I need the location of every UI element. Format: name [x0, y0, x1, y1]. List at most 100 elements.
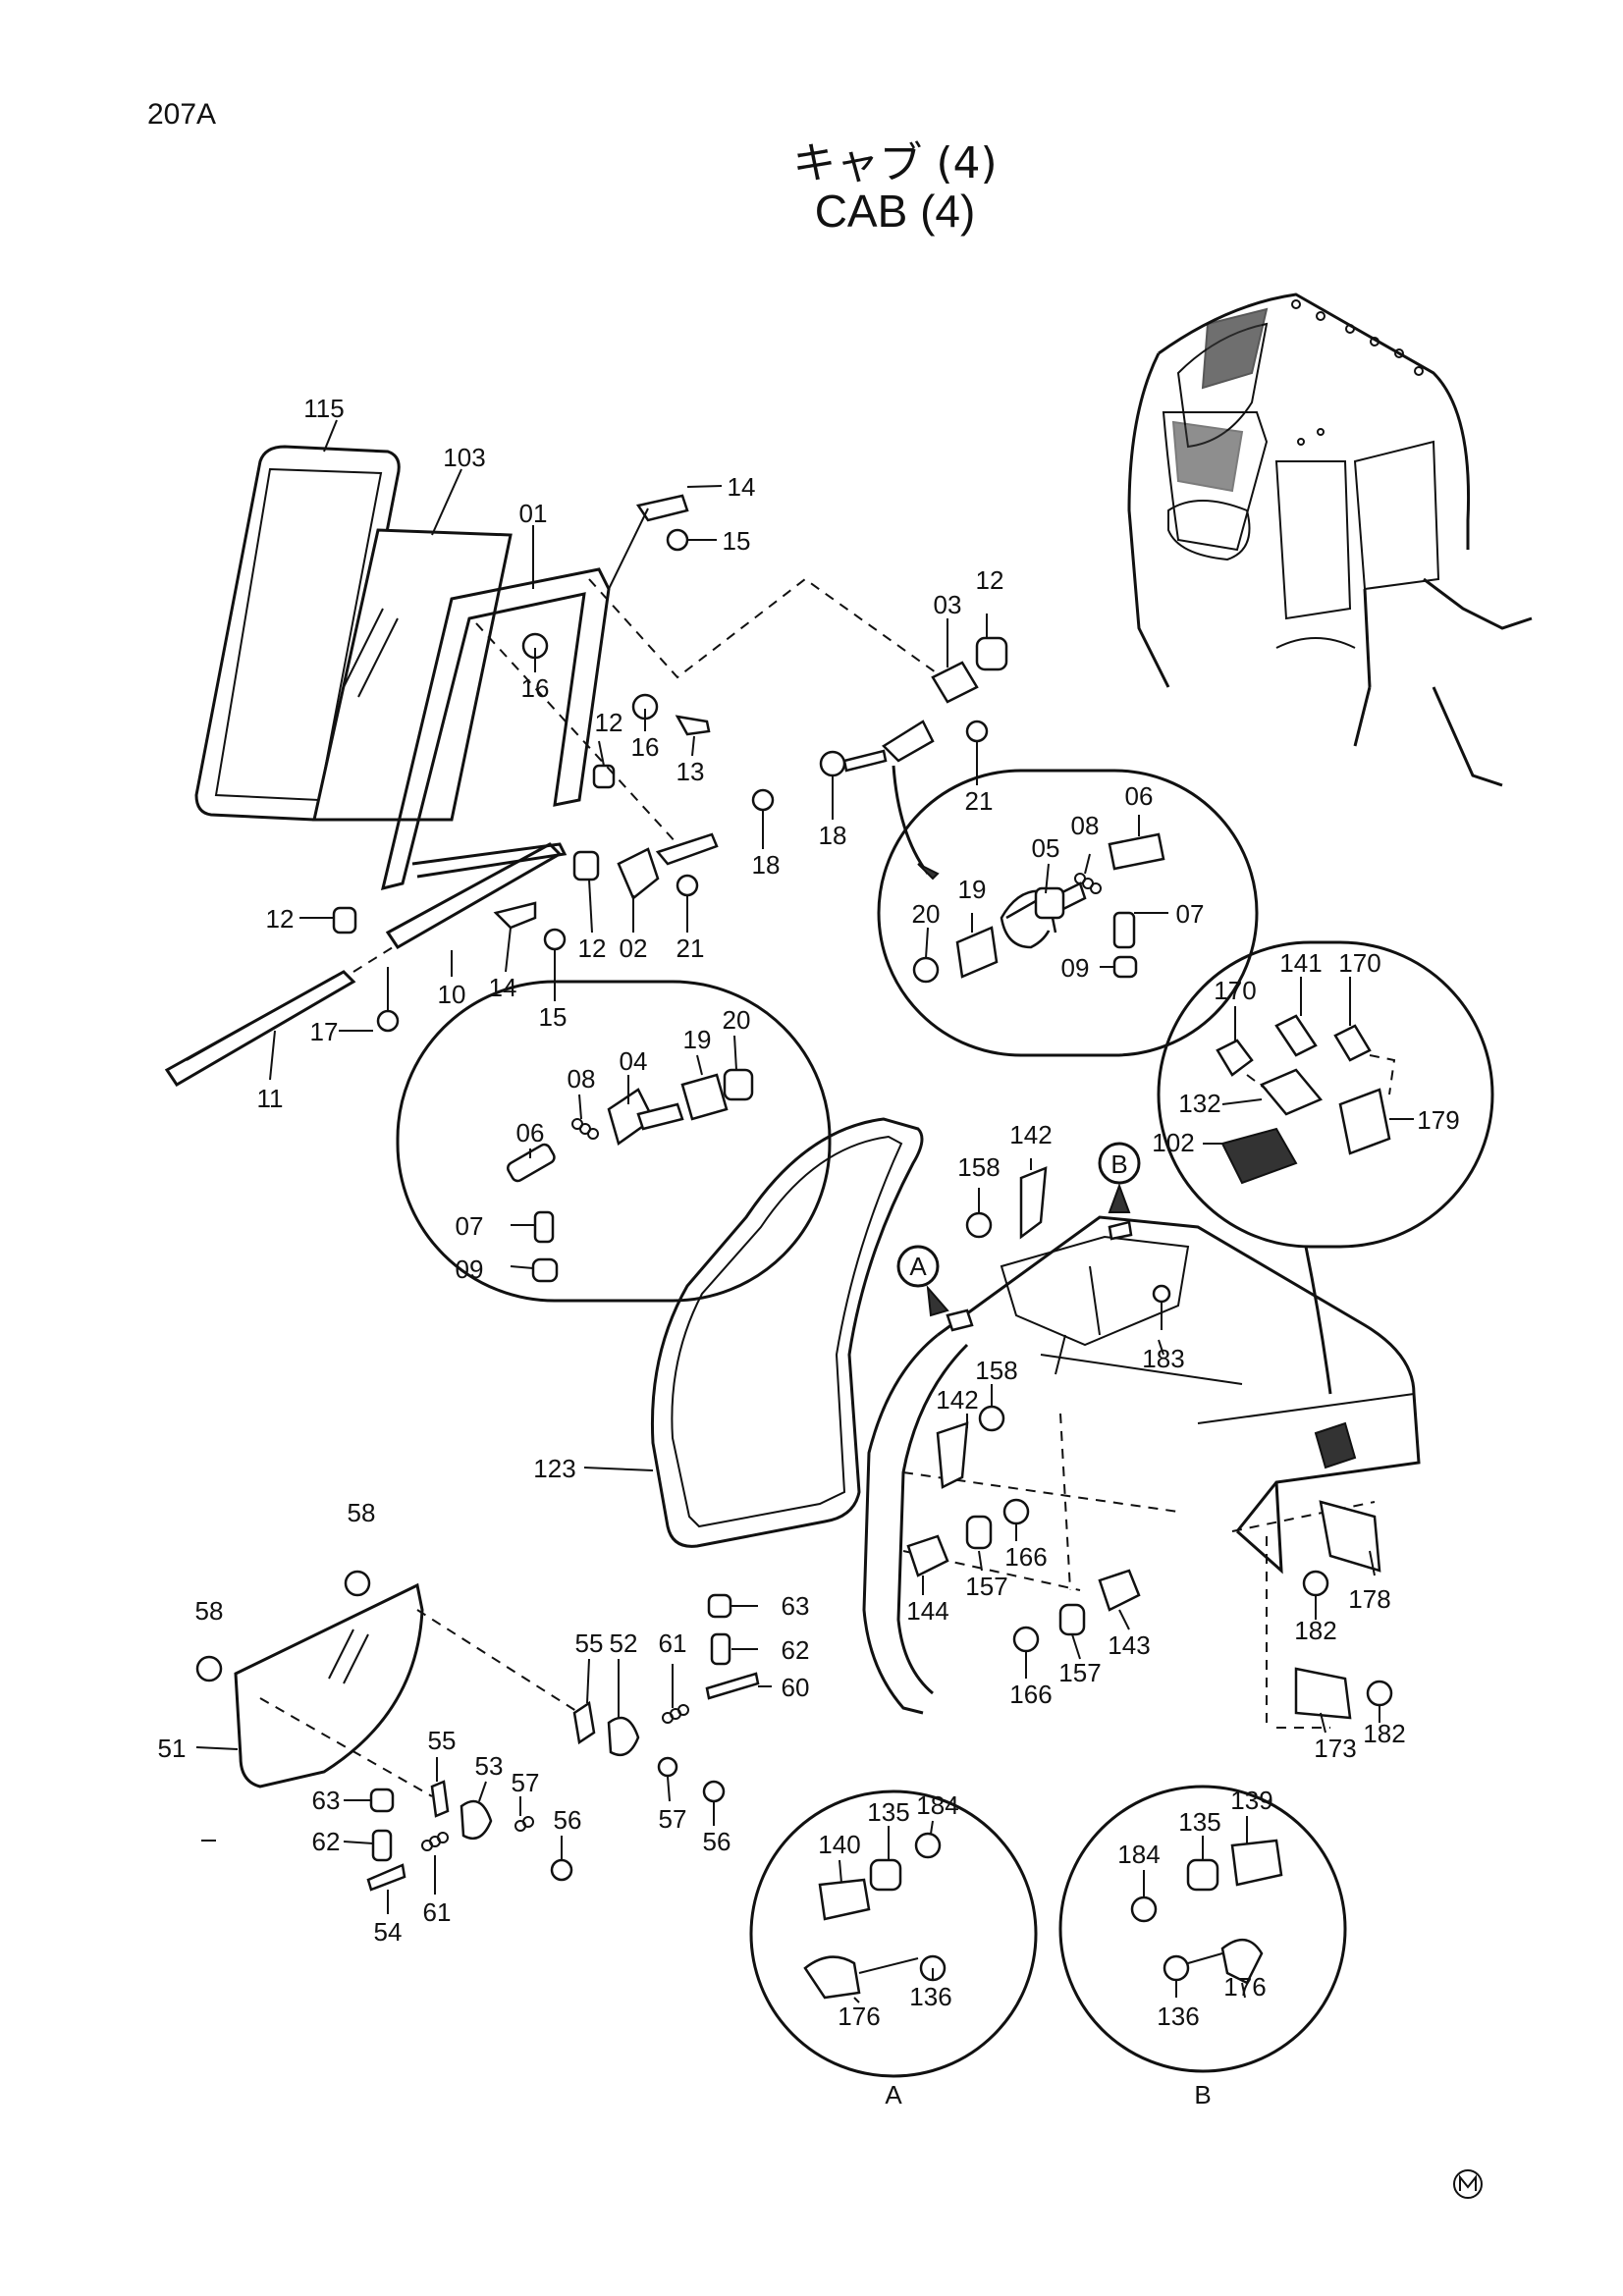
callout-08: 08	[568, 1064, 596, 1094]
detail-circle-b-letter: B	[1194, 2080, 1211, 2109]
callout-51: 51	[158, 1734, 187, 1763]
detail-oval-latch-pin-1	[877, 769, 1259, 1057]
callout-115: 115	[303, 394, 344, 423]
callout-20: 20	[723, 1005, 751, 1035]
callout-56: 56	[554, 1805, 582, 1835]
callout-61: 61	[659, 1629, 687, 1658]
callout-55: 55	[575, 1629, 604, 1658]
callout-09: 09	[1061, 953, 1090, 983]
page-code: 207A	[147, 98, 217, 131]
callout-183: 183	[1142, 1344, 1184, 1373]
callout-176: 176	[838, 2002, 880, 2031]
callout-143: 143	[1108, 1630, 1150, 1660]
callout-58: 58	[195, 1596, 224, 1626]
cab-frame-illustration	[862, 1215, 1421, 1729]
callout-178: 178	[1348, 1584, 1390, 1614]
title-english: CAB (4)	[814, 186, 976, 237]
callout-21: 21	[676, 934, 705, 963]
callout-144: 144	[906, 1596, 948, 1626]
rear-window-assembly	[164, 419, 944, 1088]
detail-oval-door-lock	[1157, 940, 1494, 1395]
callout-labels: 115 103 01 14 15 16 12 16 13 03 12 21 18…	[158, 394, 1460, 2109]
callout-166: 166	[1004, 1542, 1047, 1572]
callout-166: 166	[1009, 1680, 1052, 1709]
callout-16: 16	[521, 673, 550, 703]
detail-circle-a-letter: A	[885, 2080, 902, 2109]
callout-58: 58	[348, 1498, 376, 1527]
callout-10: 10	[438, 980, 466, 1009]
title-japanese: キャブ (4)	[792, 138, 998, 188]
callout-179: 179	[1417, 1105, 1459, 1135]
callout-13: 13	[676, 757, 705, 786]
callout-102: 102	[1152, 1128, 1194, 1157]
callout-14: 14	[489, 973, 517, 1002]
callout-140: 140	[818, 1830, 860, 1859]
door-seal-illustration	[583, 1117, 924, 1548]
callout-21: 21	[965, 786, 994, 816]
detail-oval-latch-pin-2	[396, 980, 832, 1303]
callout-18: 18	[752, 850, 781, 880]
callout-136: 136	[909, 1982, 951, 2011]
callout-135: 135	[867, 1797, 909, 1827]
callout-63: 63	[312, 1786, 341, 1815]
manufacturer-mark	[1453, 2169, 1483, 2199]
callout-15: 15	[723, 526, 751, 556]
callout-circle-a-letter: A	[909, 1252, 927, 1281]
callout-18: 18	[819, 821, 847, 850]
callout-60: 60	[782, 1673, 810, 1702]
callout-20: 20	[912, 899, 941, 929]
latch-assembly	[819, 614, 1008, 881]
callout-158: 158	[975, 1356, 1017, 1385]
callout-62: 62	[782, 1635, 810, 1665]
callout-61: 61	[423, 1897, 452, 1927]
callout-139: 139	[1230, 1786, 1272, 1815]
callout-05: 05	[1032, 833, 1060, 863]
callout-184: 184	[1117, 1840, 1160, 1869]
callout-03: 03	[934, 590, 962, 619]
callout-142: 142	[1009, 1120, 1052, 1149]
callout-12: 12	[976, 565, 1004, 595]
callout-157: 157	[1058, 1658, 1101, 1687]
callout-57: 57	[659, 1804, 687, 1834]
callout-182: 182	[1363, 1719, 1405, 1748]
callout-136: 136	[1157, 2002, 1199, 2031]
callout-57: 57	[512, 1768, 540, 1797]
callout-55: 55	[428, 1726, 457, 1755]
callout-173: 173	[1314, 1734, 1356, 1763]
callout-141: 141	[1279, 948, 1322, 978]
callout-14: 14	[728, 472, 756, 502]
callout-08: 08	[1071, 811, 1100, 840]
callout-170: 170	[1338, 948, 1380, 978]
hinge-hardware	[896, 1142, 1164, 1679]
callout-12: 12	[578, 934, 607, 963]
detail-circle-b	[1058, 1785, 1347, 2073]
callout-158: 158	[957, 1152, 1000, 1182]
callout-12: 12	[595, 708, 623, 737]
callout-17: 17	[310, 1017, 339, 1046]
callout-19: 19	[683, 1025, 712, 1054]
callout-132: 132	[1178, 1089, 1220, 1118]
callout-12: 12	[266, 904, 295, 934]
callout-16: 16	[631, 732, 660, 762]
callout-circle-b-letter: B	[1110, 1149, 1127, 1179]
callout-182: 182	[1294, 1616, 1336, 1645]
callout-176: 176	[1223, 1972, 1266, 2002]
callout-15: 15	[539, 1002, 568, 1032]
callout-54: 54	[374, 1917, 403, 1947]
callout-07: 07	[1176, 899, 1205, 929]
callout-135: 135	[1178, 1807, 1220, 1837]
callout-62: 62	[312, 1827, 341, 1856]
callout-184: 184	[916, 1790, 958, 1820]
callout-103: 103	[443, 443, 485, 472]
callout-56: 56	[703, 1827, 731, 1856]
callout-53: 53	[475, 1751, 504, 1781]
callout-09: 09	[456, 1255, 484, 1284]
callout-123: 123	[533, 1454, 575, 1483]
latch-striker-hardware	[1294, 1500, 1393, 1734]
detail-circle-a	[749, 1789, 1038, 2078]
callout-01: 01	[519, 499, 548, 528]
callout-07: 07	[456, 1211, 484, 1241]
callout-52: 52	[610, 1629, 638, 1658]
callout-04: 04	[620, 1046, 648, 1076]
